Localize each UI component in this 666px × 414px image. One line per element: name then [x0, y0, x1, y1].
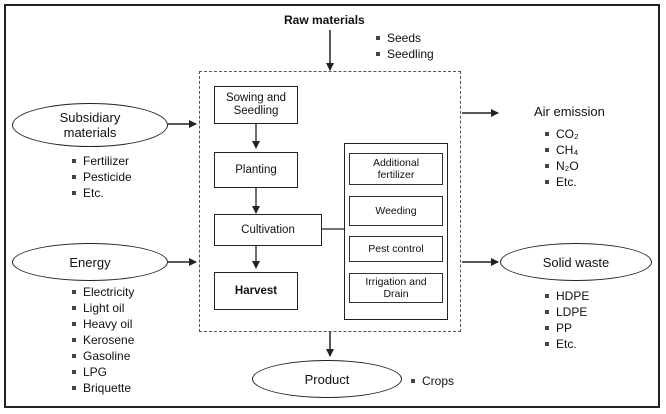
activity-additional-fertilizer: Additional fertilizer — [349, 153, 443, 185]
list-item: Fertilizer — [72, 153, 132, 169]
list-item: Etc. — [545, 174, 579, 190]
list-item: Heavy oil — [72, 316, 134, 332]
solid-waste-list: HDPE LDPE PP Etc. — [545, 288, 589, 352]
list-item: Etc. — [72, 185, 132, 201]
list-item: N₂O — [545, 158, 579, 174]
subsidiary-materials-label: Subsidiary materials — [59, 110, 121, 140]
cultivation-activities-group — [344, 143, 448, 320]
diagram-frame — [4, 4, 660, 408]
subsidiary-materials-node: Subsidiary materials — [12, 103, 168, 147]
list-item: LDPE — [545, 304, 589, 320]
list-item: Crops — [411, 373, 454, 389]
activity-irrigation-and-drain: Irrigation and Drain — [349, 273, 443, 303]
list-item: Kerosene — [72, 332, 134, 348]
air-emission-list: CO₂ CH₄ N₂O Etc. — [545, 126, 579, 190]
step-sowing-and-seedling: Sowing and Seedling — [214, 86, 298, 124]
product-label: Product — [304, 371, 350, 387]
step-planting: Planting — [214, 152, 298, 188]
list-item: PP — [545, 320, 589, 336]
list-item: Seeds — [376, 30, 434, 46]
list-item: CO₂ — [545, 126, 579, 142]
list-item: Gasoline — [72, 348, 134, 364]
list-item: CH₄ — [545, 142, 579, 158]
list-item: LPG — [72, 364, 134, 380]
step-cultivation: Cultivation — [214, 214, 322, 246]
list-item: Etc. — [545, 336, 589, 352]
energy-label: Energy — [69, 254, 111, 270]
list-item: Briquette — [72, 380, 134, 396]
product-list: Crops — [411, 373, 454, 389]
step-harvest: Harvest — [214, 272, 298, 310]
list-item: Seedling — [376, 46, 434, 62]
list-item: Pesticide — [72, 169, 132, 185]
product-node: Product — [252, 360, 402, 398]
solid-waste-node: Solid waste — [500, 243, 652, 281]
raw-materials-list: Seeds Seedling — [376, 30, 434, 62]
list-item: HDPE — [545, 288, 589, 304]
activity-pest-control: Pest control — [349, 236, 443, 262]
energy-list: Electricity Light oil Heavy oil Kerosene… — [72, 284, 134, 396]
list-item: Electricity — [72, 284, 134, 300]
subsidiary-materials-list: Fertilizer Pesticide Etc. — [72, 153, 132, 201]
raw-materials-title: Raw materials — [284, 13, 365, 27]
air-emission-title: Air emission — [534, 104, 605, 119]
solid-waste-label: Solid waste — [542, 254, 610, 270]
list-item: Light oil — [72, 300, 134, 316]
activity-weeding: Weeding — [349, 196, 443, 226]
system-boundary — [199, 71, 461, 332]
energy-node: Energy — [12, 243, 168, 281]
